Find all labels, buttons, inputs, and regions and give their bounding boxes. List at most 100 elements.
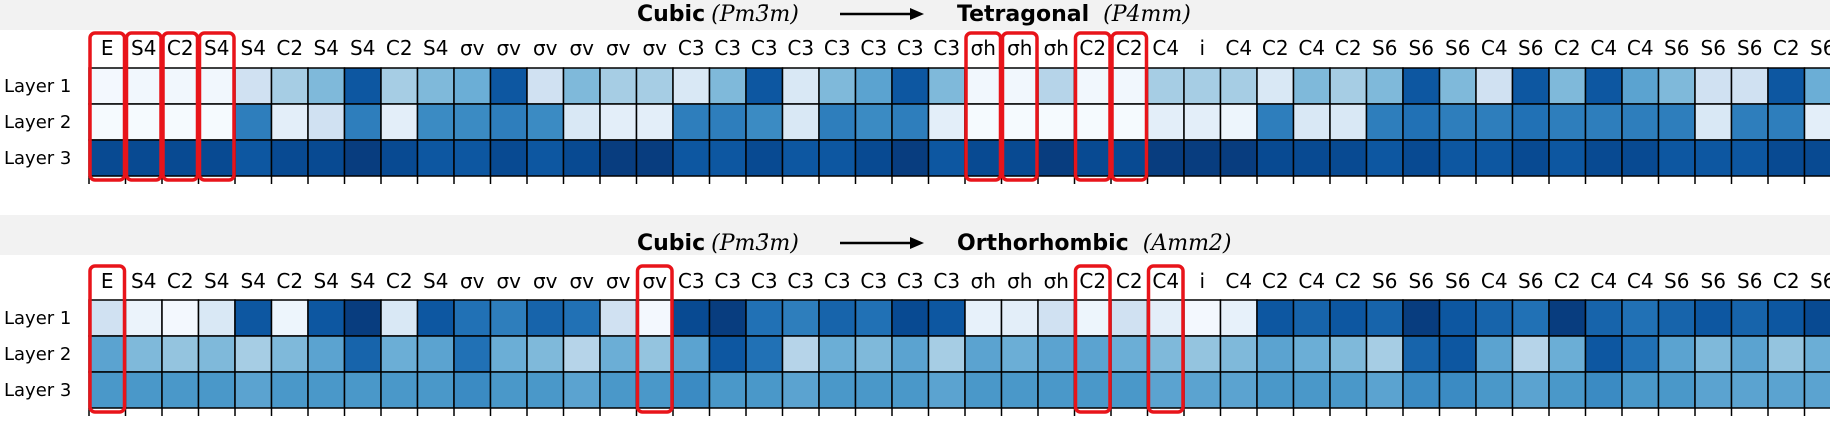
heatmap-cell	[1292, 139, 1331, 177]
heatmap-cell	[489, 67, 528, 105]
heatmap-cell	[88, 103, 127, 141]
heatmap-cell	[489, 371, 528, 409]
heatmap-cell	[1329, 299, 1368, 337]
panel-2-title-band	[0, 215, 1830, 255]
column-label: σh	[1044, 36, 1069, 60]
heatmap-cell	[818, 67, 857, 105]
column-label: σv	[642, 36, 667, 60]
heatmap-cell	[1584, 335, 1623, 373]
column-label: E	[101, 36, 114, 60]
column-label: S4	[131, 269, 156, 293]
heatmap-cell	[672, 335, 711, 373]
heatmap-cell	[1438, 139, 1477, 177]
column-label: S6	[1701, 269, 1726, 293]
heatmap-cell	[562, 139, 601, 177]
heatmap-cell	[1365, 67, 1404, 105]
column-label: S4	[423, 36, 448, 60]
heatmap-cell	[1183, 299, 1222, 337]
heatmap-cell	[599, 67, 638, 105]
heatmap-cell	[1110, 103, 1149, 141]
heatmap-cell	[1146, 139, 1185, 177]
heatmap-cell	[1767, 67, 1806, 105]
heatmap-cell	[1548, 103, 1587, 141]
heatmap-cell	[1767, 371, 1806, 409]
heatmap-cell	[708, 67, 747, 105]
heatmap-cell	[1000, 299, 1039, 337]
heatmap-cell	[745, 67, 784, 105]
column-highlight-box	[1073, 264, 1112, 414]
column-label: S6	[1445, 36, 1470, 60]
heatmap-cell	[1584, 371, 1623, 409]
column-label: C2	[1335, 269, 1362, 293]
heatmap-cell	[489, 139, 528, 177]
column-label: S4	[423, 269, 448, 293]
heatmap-cell	[1183, 67, 1222, 105]
heatmap-cell	[1730, 139, 1769, 177]
heatmap-cell	[124, 139, 163, 177]
heatmap-cell	[380, 67, 419, 105]
heatmap-cell	[270, 139, 309, 177]
heatmap-cell	[270, 371, 309, 409]
heatmap-cell	[1621, 67, 1660, 105]
heatmap-cell	[1219, 139, 1258, 177]
heatmap-cell	[416, 103, 455, 141]
column-label: S6	[1737, 269, 1762, 293]
heatmap-cell	[380, 103, 419, 141]
heatmap-cell	[745, 335, 784, 373]
column-label: σh	[1007, 36, 1032, 60]
heatmap-cell	[1402, 335, 1441, 373]
column-highlight-box	[635, 264, 674, 414]
heatmap-cell	[1475, 103, 1514, 141]
column-label: C3	[860, 269, 887, 293]
heatmap-cell	[818, 335, 857, 373]
heatmap-cell	[1219, 299, 1258, 337]
heatmap-cell	[1365, 335, 1404, 373]
column-highlight-box	[1000, 31, 1039, 182]
column-label: S6	[1701, 36, 1726, 60]
heatmap-cell	[854, 299, 893, 337]
heatmap-cell	[234, 103, 273, 141]
column-label: S4	[350, 269, 375, 293]
heatmap-cell	[197, 139, 236, 177]
column-label: S4	[241, 269, 266, 293]
heatmap-cell	[708, 371, 747, 409]
heatmap-cell	[1110, 371, 1149, 409]
heatmap-cell	[1475, 371, 1514, 409]
heatmap-cell	[197, 299, 236, 337]
heatmap-cell	[818, 139, 857, 177]
heatmap-cell	[1292, 103, 1331, 141]
column-label: C2	[1773, 269, 1800, 293]
heatmap-cell	[234, 371, 273, 409]
heatmap-cell	[781, 67, 820, 105]
heatmap-cell	[635, 67, 674, 105]
heatmap-cell	[891, 335, 930, 373]
heatmap-cell	[343, 103, 382, 141]
heatmap-cell	[270, 299, 309, 337]
heatmap-cell	[1438, 67, 1477, 105]
heatmap-cell	[380, 299, 419, 337]
heatmap-cell	[124, 335, 163, 373]
heatmap-cell	[854, 371, 893, 409]
heatmap-cell	[270, 335, 309, 373]
heatmap-cell	[927, 67, 966, 105]
heatmap-cell	[1584, 103, 1623, 141]
heatmap-cell	[1657, 335, 1696, 373]
heatmap-cell	[745, 139, 784, 177]
column-label: C4	[1481, 269, 1508, 293]
heatmap-cell	[1475, 335, 1514, 373]
column-label: C3	[751, 36, 778, 60]
heatmap-cell	[526, 103, 565, 141]
heatmap-cell	[161, 299, 200, 337]
column-highlight-box	[88, 31, 127, 182]
heatmap-cell	[1110, 67, 1149, 105]
column-label: C3	[860, 36, 887, 60]
column-label: C3	[824, 36, 851, 60]
heatmap-cell	[781, 139, 820, 177]
heatmap-cell	[1548, 335, 1587, 373]
heatmap-cell	[1767, 299, 1806, 337]
column-label: S4	[314, 269, 339, 293]
heatmap-cell	[1402, 299, 1441, 337]
column-label: C3	[714, 36, 741, 60]
heatmap-cell	[891, 299, 930, 337]
